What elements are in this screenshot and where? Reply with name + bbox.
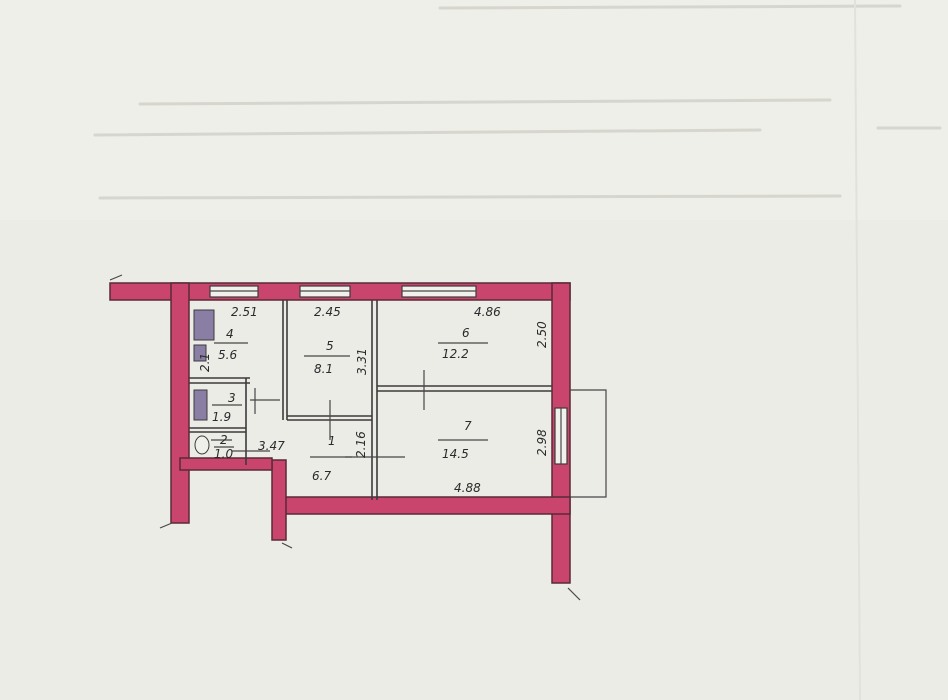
corridor-wall <box>179 457 273 471</box>
toilet-icon <box>194 435 210 455</box>
dimension-label: 2.16 <box>354 431 368 458</box>
faint-text-line <box>98 194 842 200</box>
dimension-label: 2.45 <box>314 305 341 319</box>
room-area: 14.5 <box>442 447 469 461</box>
room-area: 1.9 <box>212 410 231 424</box>
faint-text-line <box>93 128 762 137</box>
room-area: 1.0 <box>214 447 233 461</box>
room-number: 7 <box>464 419 472 433</box>
dimension-label: 4.88 <box>454 481 481 495</box>
room-area: 6.7 <box>312 469 331 483</box>
dimension-label: 2.50 <box>535 321 549 348</box>
dimension-label: 2.98 <box>535 429 549 456</box>
room-area: 5.6 <box>218 348 237 362</box>
room-number: 2 <box>220 433 228 447</box>
faint-text-line <box>138 98 832 106</box>
dimension-label: 2.1 <box>198 353 212 372</box>
room-area: 12.2 <box>442 347 469 361</box>
left-wall <box>170 282 190 524</box>
faint-text-line <box>438 4 902 10</box>
room-number: 4 <box>226 327 234 341</box>
entrance-wall <box>271 459 287 541</box>
sink-icon <box>193 344 207 362</box>
room-number: 5 <box>326 339 334 353</box>
paper-fold-line <box>854 0 861 700</box>
room-number: 6 <box>462 326 470 340</box>
balcony <box>570 389 607 498</box>
dimension-label: 4.86 <box>474 305 501 319</box>
dimension-label: 3.31 <box>355 348 369 375</box>
room-number: 1 <box>328 434 336 448</box>
dimension-label: 2.51 <box>231 305 258 319</box>
shower-icon <box>193 389 208 421</box>
bathtub-icon <box>193 309 215 341</box>
room-area: 8.1 <box>314 362 333 376</box>
room-number: 3 <box>228 391 236 405</box>
dimension-label: 3.47 <box>258 439 285 453</box>
bottom-wall <box>275 496 571 515</box>
